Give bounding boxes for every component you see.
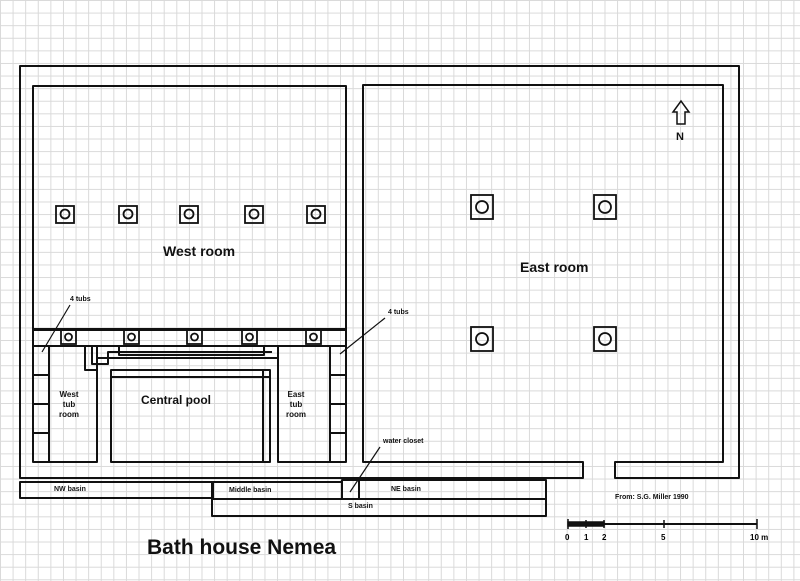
page-title: Bath house Nemea (147, 536, 337, 559)
s-basin-outline (211, 498, 547, 517)
east-room-label: East room (520, 259, 589, 275)
scale-tick-1: 1 (584, 533, 589, 542)
outer-wall (19, 65, 740, 479)
column-west-4 (244, 205, 264, 224)
column-strip-3 (186, 329, 203, 345)
s-basin-label: S basin (348, 503, 373, 510)
tubs-east-label: 4 tubs (388, 309, 409, 316)
scale-tick-5: 5 (661, 533, 666, 542)
column-east-4 (593, 326, 617, 352)
ne-basin-label: NE basin (391, 486, 421, 493)
central-pool-outline (110, 369, 271, 463)
column-east-2 (593, 194, 617, 220)
column-east-1 (470, 194, 494, 220)
scale-tick-2: 2 (602, 533, 607, 542)
column-east-3 (470, 326, 494, 352)
ne-basin-outline (341, 479, 547, 500)
north-label: N (676, 131, 684, 143)
west-room-label: West room (163, 243, 236, 259)
pool-steps (84, 346, 279, 371)
scale-tick-0: 0 (565, 533, 570, 542)
east-tub-room-label: East tub room (286, 390, 306, 419)
middle-basin-label: Middle basin (229, 487, 272, 494)
water-closet-callout (349, 446, 381, 493)
source-credit: From: S.G. Miller 1990 (615, 494, 689, 501)
column-strip-5 (305, 329, 322, 345)
nw-basin-label: NW basin (54, 486, 86, 493)
tubs-west-callout (41, 304, 71, 353)
water-closet-label: water closet (383, 438, 424, 445)
scale-bar (567, 519, 758, 529)
column-strip-2 (123, 329, 140, 345)
scale-tick-10: 10 m (750, 533, 769, 542)
west-tub-room-label: West tub room (59, 390, 79, 419)
column-strip-4 (241, 329, 258, 345)
tubs-west-label: 4 tubs (70, 296, 91, 303)
north-arrow-icon (671, 99, 691, 125)
column-west-2 (118, 205, 138, 224)
tubs-east-callout (339, 317, 386, 355)
west-room-outline (32, 85, 347, 331)
column-west-5 (306, 205, 326, 224)
nw-basin-outline (19, 481, 214, 499)
column-strip-1 (60, 329, 77, 345)
central-pool-label: Central pool (141, 393, 212, 407)
column-west-1 (55, 205, 75, 224)
column-west-3 (179, 205, 199, 224)
